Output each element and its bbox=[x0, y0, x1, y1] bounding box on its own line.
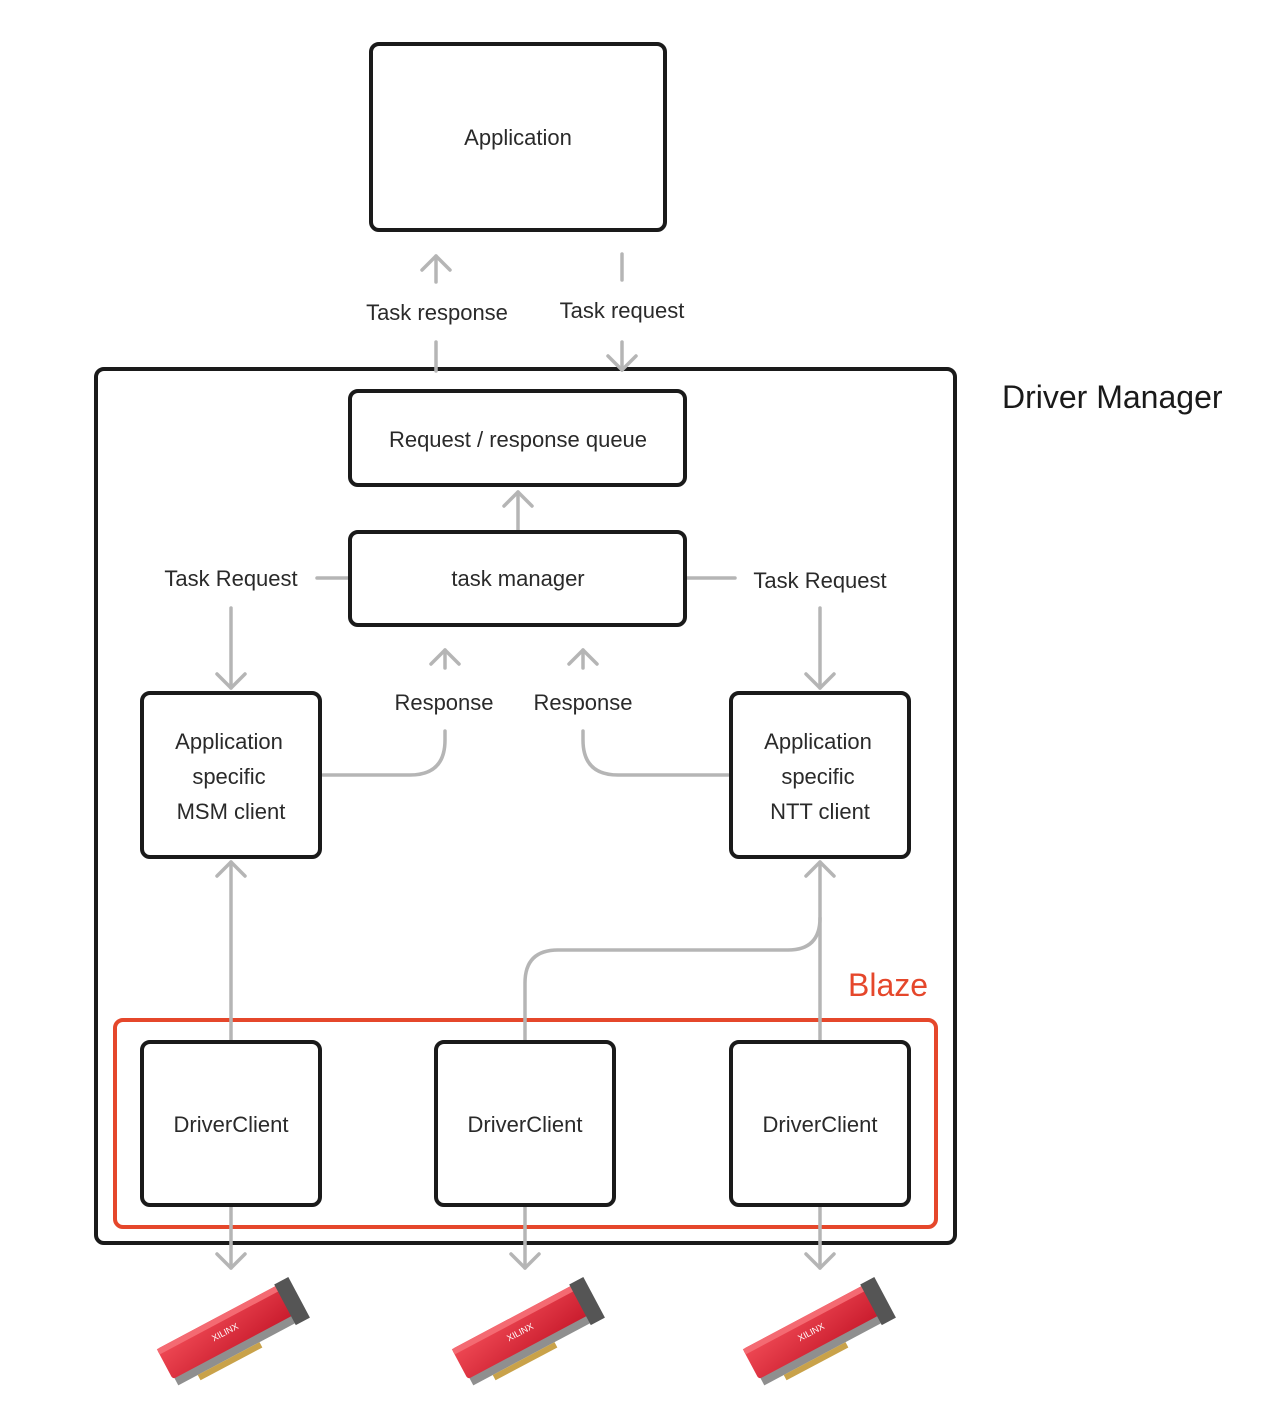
application-label: Application bbox=[464, 125, 572, 150]
right-response-arrowhead bbox=[567, 648, 599, 666]
driver3-to-card-arrowhead bbox=[804, 1252, 836, 1270]
driver2-to-ntt-path bbox=[523, 916, 822, 1042]
task-request-top-label: Task request bbox=[560, 298, 685, 323]
task-manager-box: task manager bbox=[348, 530, 687, 627]
task-response-arrowhead bbox=[420, 254, 452, 272]
task-request-arrowhead bbox=[606, 354, 638, 372]
right-request-arrowhead bbox=[804, 672, 836, 690]
ntt-client-label-line-1: Application bbox=[764, 729, 872, 754]
ntt-client-label-line-3: NTT client bbox=[770, 799, 870, 824]
blaze-label: Blaze bbox=[848, 967, 928, 1003]
left-response-arrowhead bbox=[429, 648, 461, 666]
driver2-to-card-arrowhead bbox=[509, 1252, 541, 1270]
fpga-card-2: XILINX bbox=[451, 1277, 605, 1386]
ntt-client-label-line-2: specific bbox=[781, 764, 854, 789]
driver1-to-msm-arrowhead bbox=[215, 860, 247, 878]
queue-label: Request / response queue bbox=[389, 427, 647, 452]
driver-client-box-3: DriverClient bbox=[729, 1040, 911, 1207]
task-response-label: Task response bbox=[366, 300, 508, 325]
ntt-client-box: Application specific NTT client bbox=[729, 691, 911, 859]
task-manager-label: task manager bbox=[451, 566, 584, 591]
manager-to-queue-arrowhead bbox=[502, 490, 534, 508]
driver-client-2-label: DriverClient bbox=[468, 1112, 583, 1137]
msm-client-label-line-2: specific bbox=[192, 764, 265, 789]
task-request-left-label: Task Request bbox=[164, 566, 297, 591]
connectors bbox=[215, 252, 836, 1270]
left-request-arrowhead bbox=[215, 672, 247, 690]
left-response-path bbox=[321, 729, 447, 777]
driver-client-box-1: DriverClient bbox=[140, 1040, 322, 1207]
driver-client-3-label: DriverClient bbox=[763, 1112, 878, 1137]
queue-box: Request / response queue bbox=[348, 389, 687, 487]
msm-client-label-line-3: MSM client bbox=[177, 799, 286, 824]
msm-client-label-line-1: Application bbox=[175, 729, 283, 754]
task-request-right-label: Task Request bbox=[753, 568, 886, 593]
msm-client-box: Application specific MSM client bbox=[140, 691, 322, 859]
response-right-label: Response bbox=[533, 690, 632, 715]
response-left-label: Response bbox=[394, 690, 493, 715]
driver-to-ntt-arrowhead bbox=[804, 860, 836, 878]
right-response-path bbox=[581, 729, 730, 777]
driver-client-box-2: DriverClient bbox=[434, 1040, 616, 1207]
fpga-card-3: XILINX bbox=[742, 1277, 896, 1386]
driver-manager-title: Driver Manager bbox=[1002, 379, 1223, 415]
fpga-card-1: XILINX bbox=[156, 1277, 310, 1386]
driver1-to-card-arrowhead bbox=[215, 1252, 247, 1270]
application-box: Application bbox=[369, 42, 667, 232]
driver-client-1-label: DriverClient bbox=[174, 1112, 289, 1137]
